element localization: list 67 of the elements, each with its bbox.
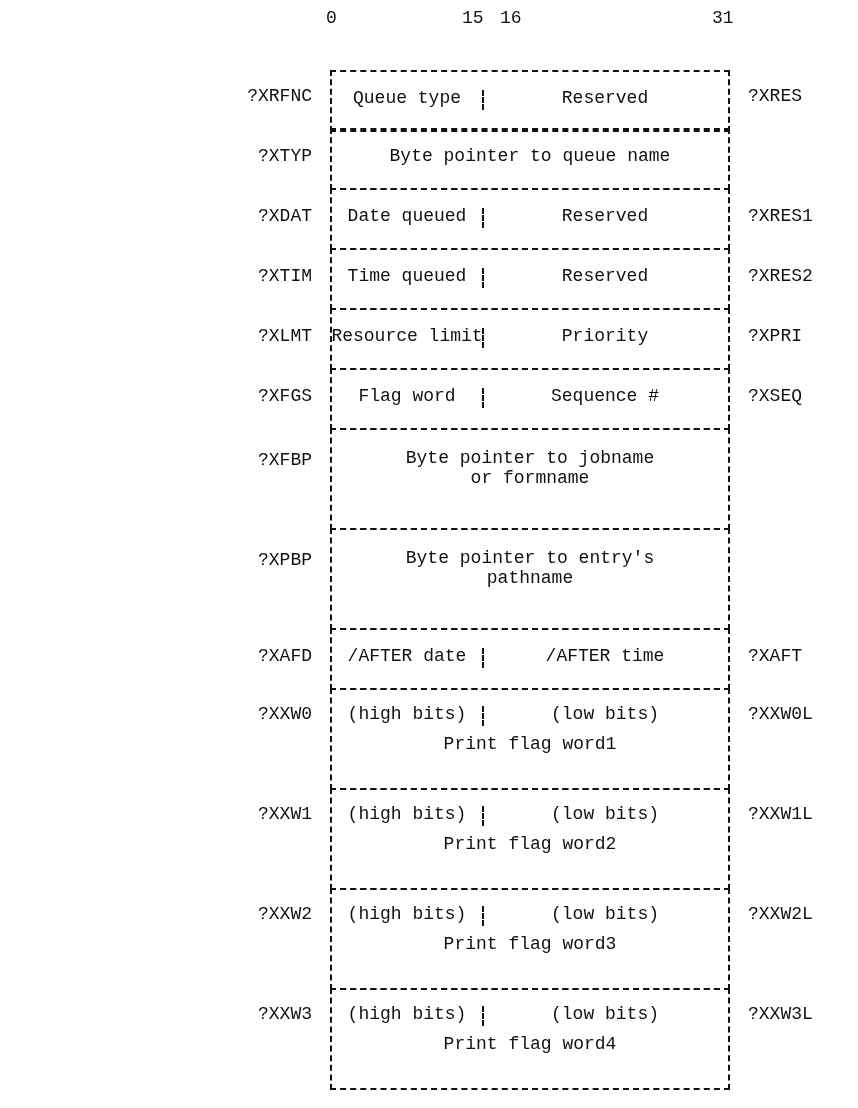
- field-label: (low bits): [551, 704, 659, 724]
- field-label: Byte pointer to queue name: [389, 146, 671, 166]
- field-row: [330, 368, 730, 430]
- field-name: ?XXW3L: [748, 1004, 813, 1024]
- field-name: ?XLMT: [258, 326, 312, 346]
- field-label: Reserved: [561, 266, 649, 286]
- field-row: [330, 688, 730, 790]
- field-row: [330, 248, 730, 310]
- field-label: Flag word: [358, 386, 456, 406]
- field-name: ?XAFT: [748, 646, 802, 666]
- field-name: ?XRES1: [748, 206, 813, 226]
- field-label: /AFTER time: [545, 646, 665, 666]
- field-name: ?XXW2: [258, 904, 312, 924]
- field-label: Reserved: [561, 206, 649, 226]
- field-label: (low bits): [551, 904, 659, 924]
- bit-number: 16: [500, 8, 522, 28]
- field-row: [330, 528, 730, 630]
- field-row: [330, 988, 730, 1090]
- field-name: ?XXW2L: [748, 904, 813, 924]
- field-label: (low bits): [551, 804, 659, 824]
- bit-number: 0: [326, 8, 337, 28]
- field-label: Priority: [561, 326, 649, 346]
- field-name: ?XPBP: [258, 550, 312, 570]
- field-label: (high bits): [347, 804, 467, 824]
- field-name: ?XFBP: [258, 450, 312, 470]
- field-label: Queue type: [353, 88, 461, 108]
- field-label: Date queued: [347, 206, 467, 226]
- field-label: Print flag word2: [443, 834, 617, 854]
- field-name: ?XTIM: [258, 266, 312, 286]
- field-name: ?XRES: [748, 86, 802, 106]
- field-label: (high bits): [347, 904, 467, 924]
- field-label: Reserved: [561, 88, 649, 108]
- field-name: ?XRES2: [748, 266, 813, 286]
- field-label: (high bits): [347, 1004, 467, 1024]
- field-name: ?XXW3: [258, 1004, 312, 1024]
- field-name: ?XRFNC: [247, 86, 312, 106]
- field-label: /AFTER date: [347, 646, 467, 666]
- field-label: Time queued: [347, 266, 467, 286]
- field-row: [330, 628, 730, 690]
- bit-number: 15: [462, 8, 484, 28]
- field-label: Sequence #: [551, 386, 659, 406]
- field-label: (low bits): [551, 1004, 659, 1024]
- field-label: Print flag word1: [443, 734, 617, 754]
- field-label: Resource limit: [331, 326, 483, 346]
- field-row: [330, 128, 730, 190]
- field-row: [330, 888, 730, 990]
- field-name: ?XAFD: [258, 646, 312, 666]
- field-name: ?XXW1L: [748, 804, 813, 824]
- field-row: [330, 308, 730, 370]
- field-name: ?XTYP: [258, 146, 312, 166]
- field-row: [330, 70, 730, 132]
- field-name: ?XXW1: [258, 804, 312, 824]
- bit-number: 31: [712, 8, 734, 28]
- field-label: Byte pointer to entry's pathname: [404, 548, 656, 588]
- field-label: Byte pointer to jobname or formname: [404, 448, 656, 488]
- field-name: ?XFGS: [258, 386, 312, 406]
- field-name: ?XSEQ: [748, 386, 802, 406]
- field-name: ?XPRI: [748, 326, 802, 346]
- field-row: [330, 428, 730, 530]
- field-name: ?XDAT: [258, 206, 312, 226]
- field-label: Print flag word3: [443, 934, 617, 954]
- field-row: [330, 788, 730, 890]
- field-name: ?XXW0L: [748, 704, 813, 724]
- field-name: ?XXW0: [258, 704, 312, 724]
- field-label: (high bits): [347, 704, 467, 724]
- field-label: Print flag word4: [443, 1034, 617, 1054]
- field-row: [330, 188, 730, 250]
